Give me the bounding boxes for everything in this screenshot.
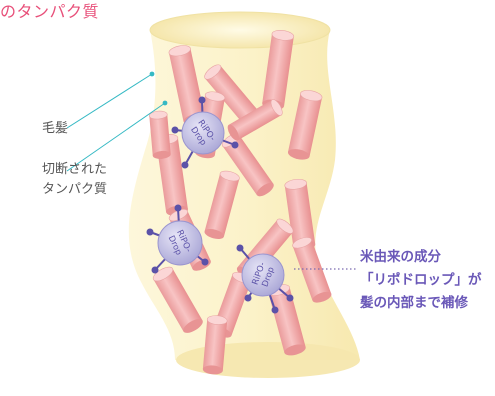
ripo-label-line-3: 髪の内部まで補修	[360, 292, 482, 315]
ripo-tail-end	[202, 259, 209, 266]
cut-protein-label-line-2: タンパク質	[42, 180, 107, 200]
ripo-tail-end	[199, 97, 206, 104]
ripo-tail-end	[287, 295, 294, 302]
hair-leader-line	[67, 74, 152, 128]
page-title: のタンパク質	[0, 0, 99, 22]
ripo-tail-end	[232, 142, 239, 149]
cut-protein-label: 切断された タンパク質	[42, 160, 107, 200]
ripo-label-line-1: 米由来の成分	[360, 246, 482, 269]
ripo-tail-end	[152, 267, 159, 274]
ripo-tail-end	[172, 127, 179, 134]
ripo-tail-end	[272, 307, 279, 314]
hair-leader-dot	[150, 72, 155, 77]
hair-bottom-ellipse	[176, 342, 360, 378]
hair-label: 毛髪	[42, 117, 68, 136]
ripo-tail-end	[175, 205, 182, 212]
ripo-drop-label: 米由来の成分 「リポドロップ」が 髪の内部まで補修	[360, 246, 482, 315]
ripo-label-line-2: 「リポドロップ」が	[360, 269, 482, 292]
ripo-tail-end	[245, 295, 252, 302]
ripo-tail-end	[147, 229, 154, 236]
hair-top-ellipse	[150, 12, 330, 48]
ripo-tail-end	[237, 245, 244, 252]
hair-shaft	[129, 30, 360, 360]
cut-protein-label-line-1: 切断された	[42, 160, 107, 180]
cut-protein-leader-dot	[163, 101, 168, 106]
ripo-tail-end	[182, 162, 189, 169]
